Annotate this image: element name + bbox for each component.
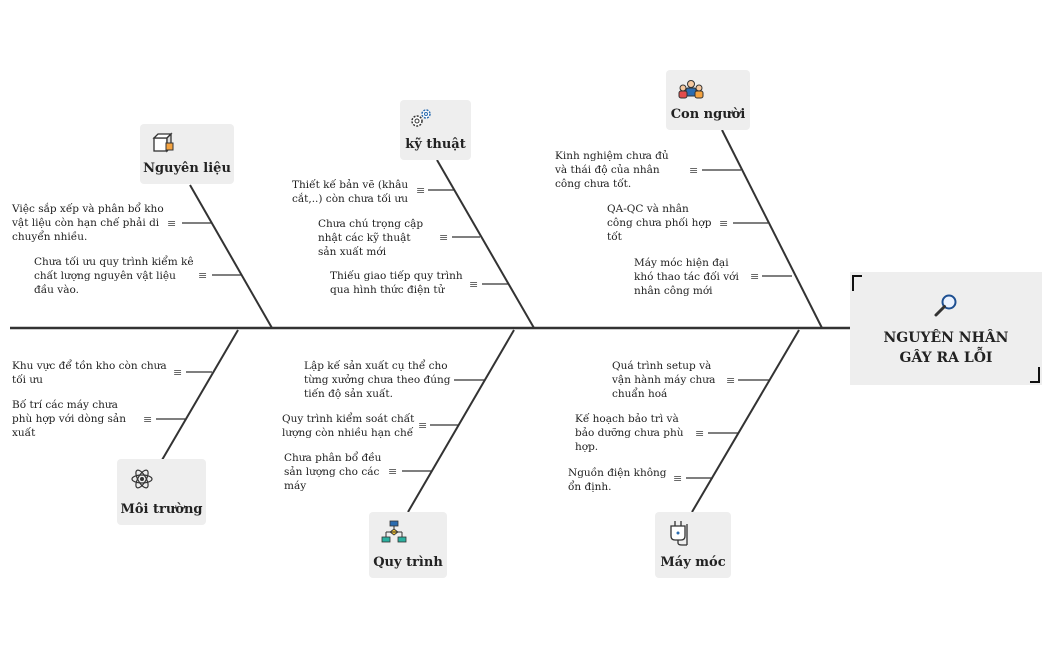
notes-icon: ≡ xyxy=(689,164,699,177)
category-label: Nguyên liệu xyxy=(143,161,231,176)
gears-icon xyxy=(411,109,431,127)
category-ky-thuat[interactable]: kỹ thuật xyxy=(400,100,471,160)
notes-icon: ≡ xyxy=(469,278,479,291)
bone-quy-trinh xyxy=(407,329,515,513)
category-nguyen-lieu[interactable]: Nguyên liệu xyxy=(140,124,234,184)
notes-icon: ≡ xyxy=(173,366,183,379)
category-may-moc[interactable]: Máy móc xyxy=(655,512,731,578)
corner-mark-bottom-right xyxy=(1030,367,1040,383)
category-label: Con người xyxy=(670,107,746,122)
notes-icon: ≡ xyxy=(726,374,736,387)
notes-icon: ≡ xyxy=(673,472,683,485)
flowchart-icon xyxy=(381,520,407,543)
plug-icon xyxy=(670,521,688,546)
category-label: Môi trường xyxy=(120,502,203,517)
notes-icon: ≡ xyxy=(439,231,449,244)
notes-icon: ≡ xyxy=(750,270,760,283)
atom-icon xyxy=(131,469,153,489)
category-quy-trinh[interactable]: Quy trình xyxy=(369,512,447,578)
notes-icon: ≡ xyxy=(418,419,428,432)
notes-icon: ≡ xyxy=(198,269,208,282)
bone-may-moc xyxy=(691,329,800,513)
notes-icon: ≡ xyxy=(388,465,398,478)
magnifier-icon xyxy=(934,294,957,317)
problem-head-box[interactable]: NGUYÊN NHÂN GÂY RA LỖI xyxy=(850,272,1042,385)
problem-title-line-2: GÂY RA LỖI xyxy=(899,350,993,366)
box-icon xyxy=(152,132,174,153)
category-moi-truong[interactable]: Môi trường xyxy=(117,459,206,525)
corner-mark-top-left xyxy=(852,275,862,291)
notes-icon: ≡ xyxy=(416,184,426,197)
notes-icon: ≡ xyxy=(695,427,705,440)
category-label: kỹ thuật xyxy=(405,137,466,152)
notes-icon: ≡ xyxy=(143,413,153,426)
bone-nguyen-lieu xyxy=(189,184,273,329)
notes-icon: ≡ xyxy=(719,217,729,230)
category-label: Quy trình xyxy=(373,555,443,570)
people-icon xyxy=(678,80,704,99)
bone-ky-thuat xyxy=(436,159,535,329)
problem-title: NGUYÊN NHÂN GÂY RA LỖI xyxy=(850,328,1042,368)
bone-moi-truong xyxy=(161,329,239,461)
category-label: Máy móc xyxy=(660,555,726,570)
problem-title-line-1: NGUYÊN NHÂN xyxy=(883,330,1009,346)
bone-con-nguoi xyxy=(721,129,823,329)
notes-icon: ≡ xyxy=(167,217,177,230)
category-con-nguoi[interactable]: Con người xyxy=(666,70,750,130)
